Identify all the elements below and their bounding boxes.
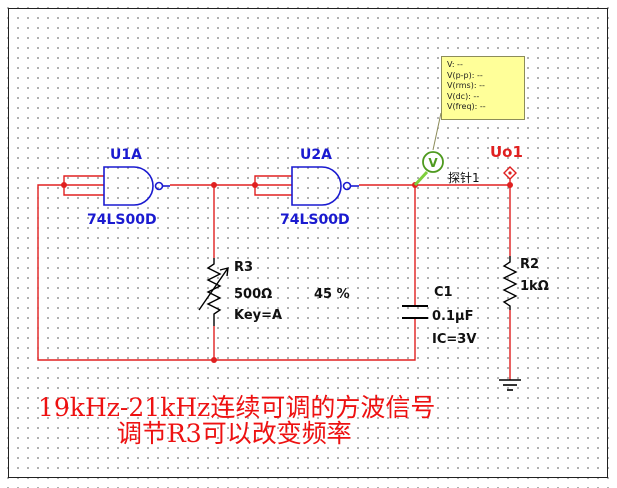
u2a-part-label: 74LS00D bbox=[280, 212, 350, 228]
r3-value-label: 500Ω bbox=[234, 287, 272, 302]
probe-readout-box: V: -- V(p-p): -- V(rms): -- V(dc): -- V(… bbox=[441, 56, 525, 120]
junction-dot bbox=[211, 357, 217, 363]
wire-u1-input-bottom bbox=[63, 185, 104, 196]
r3-key-label: Key=A bbox=[234, 308, 282, 323]
junction-dot bbox=[211, 182, 217, 188]
probe-lead bbox=[413, 170, 429, 187]
u2a-ref-label: U2A bbox=[300, 147, 332, 163]
wire-u2-input-bottom bbox=[254, 185, 292, 196]
probe-name-label: 探针1 bbox=[448, 170, 480, 185]
r2-resistor[interactable] bbox=[502, 256, 518, 310]
r2-zigzag bbox=[502, 256, 518, 310]
output-label: Uo1 bbox=[490, 143, 523, 161]
note-line-2: 调节R3可以改变频率 bbox=[117, 419, 352, 448]
wires bbox=[37, 175, 511, 380]
c1-capacitor[interactable] bbox=[402, 305, 428, 319]
probe-icon-label: V bbox=[428, 156, 438, 170]
probe-leader-line bbox=[432, 112, 442, 151]
wire-feedback-loop bbox=[37, 184, 416, 361]
u1a-nand-gate[interactable] bbox=[103, 166, 170, 206]
sheet-border bbox=[8, 8, 608, 478]
junction-dot bbox=[61, 182, 67, 188]
probe-reading-vpp: V(p-p): -- bbox=[447, 70, 483, 80]
ground-symbol bbox=[499, 379, 521, 391]
r3-percent-label: 45 % bbox=[314, 287, 350, 302]
note-line-1: 19kHz-21kHz连续可调的方波信号 bbox=[38, 393, 435, 422]
u1a-inverter-bubble bbox=[154, 181, 164, 191]
c1-value-label: 0.1µF bbox=[432, 309, 473, 324]
u1a-part-label: 74LS00D bbox=[87, 212, 157, 228]
u1a-ref-label: U1A bbox=[110, 147, 142, 163]
r3-zigzag bbox=[206, 258, 222, 326]
r3-ref-label: R3 bbox=[234, 260, 253, 275]
probe-reading-vrms: V(rms): -- bbox=[447, 81, 485, 91]
wire-u1-input-top bbox=[63, 175, 104, 185]
probe-reading-v: V: -- bbox=[447, 60, 463, 69]
probe-reading-vdc: V(dc): -- bbox=[447, 91, 480, 101]
u1a-gate-body bbox=[103, 166, 154, 206]
probe-reading-vfreq: V(freq): -- bbox=[447, 102, 486, 112]
c1-ic-label: IC=3V bbox=[432, 332, 476, 347]
r2-ref-label: R2 bbox=[520, 257, 539, 272]
r3-arrow-head bbox=[219, 267, 229, 277]
u2a-inverter-bubble bbox=[342, 181, 352, 191]
wire-u2-input-top bbox=[254, 175, 292, 185]
c1-ref-label: C1 bbox=[434, 285, 453, 300]
voltage-probe[interactable]: V bbox=[413, 112, 444, 187]
probe-icon bbox=[422, 151, 444, 173]
r2-value-label: 1kΩ bbox=[520, 279, 549, 294]
r3-wiper-arrow bbox=[198, 267, 229, 311]
u2a-nand-gate[interactable] bbox=[291, 166, 359, 206]
output-connector[interactable] bbox=[503, 166, 517, 185]
junction-dot bbox=[252, 182, 258, 188]
u2a-gate-body bbox=[291, 166, 342, 206]
r3-potentiometer[interactable] bbox=[198, 258, 229, 326]
output-connector-dot bbox=[508, 171, 512, 175]
